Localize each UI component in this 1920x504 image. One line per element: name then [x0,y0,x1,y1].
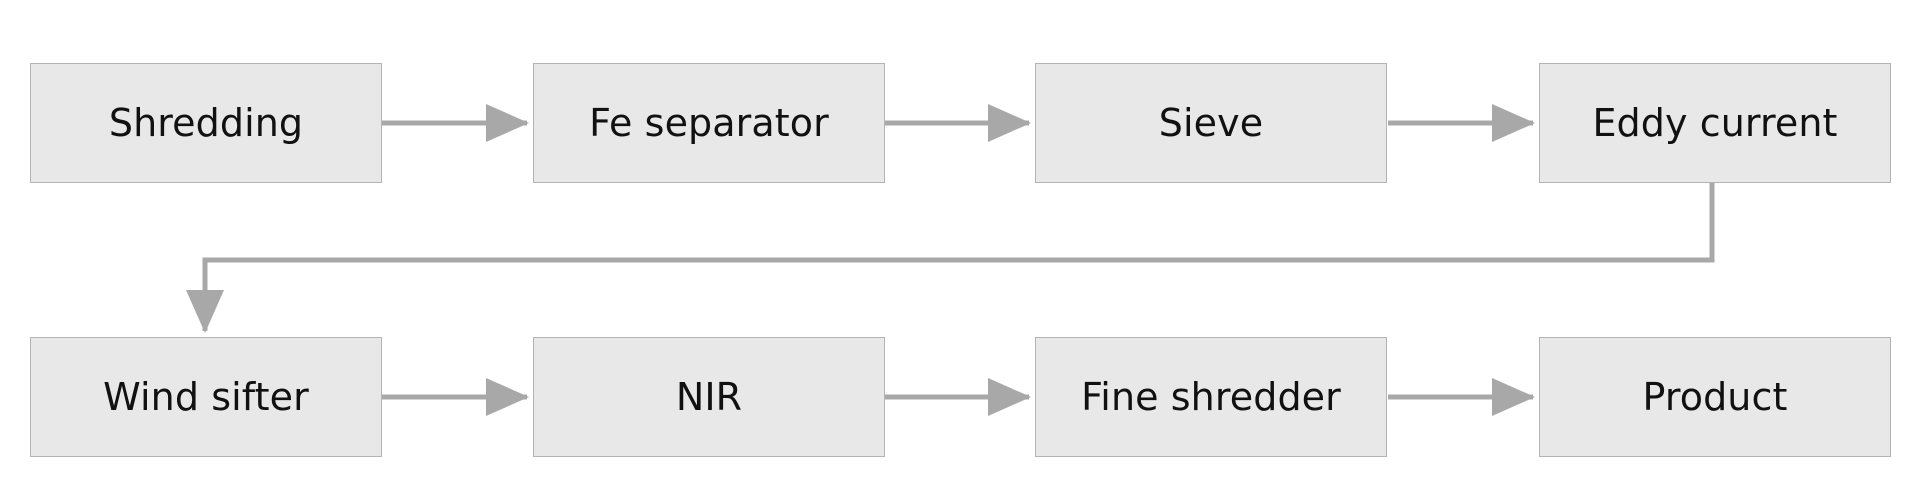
node-label-wind-sifter: Wind sifter [103,375,309,419]
node-label-fe-separator: Fe separator [589,101,829,145]
node-label-nir: NIR [675,375,743,419]
node-product[interactable]: Product [1539,337,1891,457]
node-label-shredding: Shredding [108,101,304,145]
node-label-product: Product [1642,375,1788,419]
node-fe-separator[interactable]: Fe separator [533,63,885,183]
node-label-fine-shredder: Fine shredder [1081,375,1341,419]
node-eddy-current[interactable]: Eddy current [1539,63,1891,183]
node-fine-shredder[interactable]: Fine shredder [1035,337,1387,457]
node-nir[interactable]: NIR [533,337,885,457]
node-label-sieve: Sieve [1158,101,1264,145]
node-shredding[interactable]: Shredding [30,63,382,183]
edge-eddy-current-to-wind-sifter [186,183,1715,334]
node-wind-sifter[interactable]: Wind sifter [30,337,382,457]
node-label-eddy-current: Eddy current [1592,101,1838,145]
node-sieve[interactable]: Sieve [1035,63,1387,183]
